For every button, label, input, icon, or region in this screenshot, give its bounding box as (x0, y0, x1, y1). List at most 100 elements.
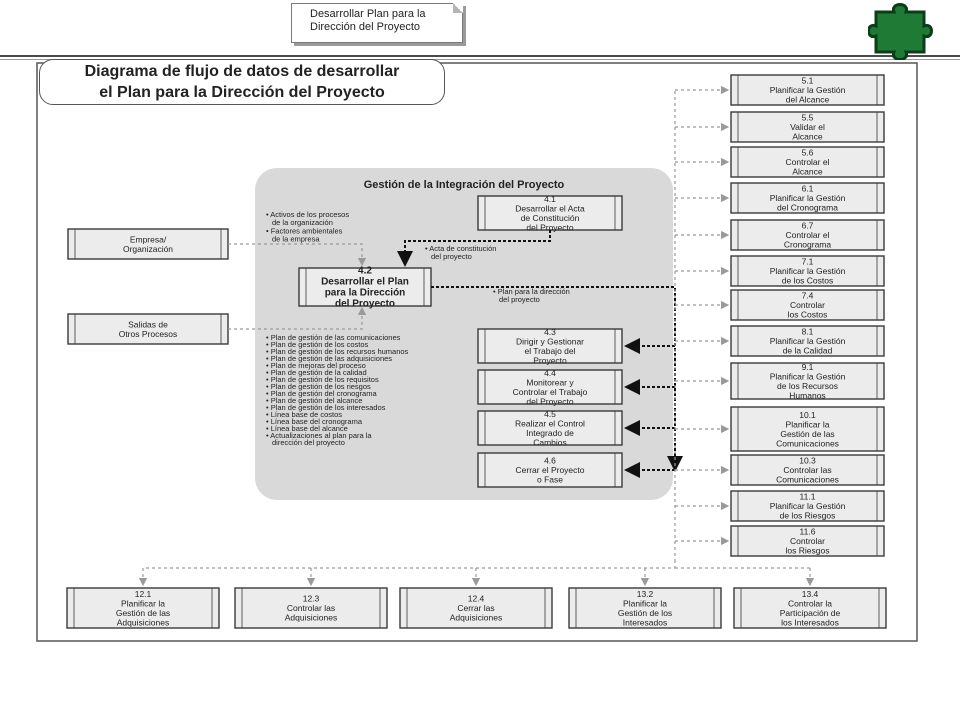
process-4-6-label: Cerrar el Proyecto (516, 465, 585, 475)
plan-component-note-line: • Plan de gestión de las comunicaciones (266, 333, 401, 342)
plan-component-note-line: • Plan de gestión de los interesados (266, 403, 386, 412)
process-12-4-frame (399, 587, 553, 629)
process-13-2-frame (568, 587, 722, 629)
process-13-2-id: 13.2 (637, 589, 654, 599)
process-10-1-label: Comunicaciones (776, 438, 839, 448)
topic-note-line-1: Desarrollar Plan para la (310, 8, 426, 20)
process-13-4-id: 13.4 (802, 589, 819, 599)
process-7-4-label: Controlar (790, 300, 825, 310)
process-10-1-id: 10.1 (799, 410, 816, 420)
process-6-7-label: Cronograma (784, 240, 832, 250)
process-13-4-label: los Interesados (781, 617, 839, 627)
process-4-1-label: de Constitución (521, 213, 580, 223)
process-13-4-label: Controlar la (788, 598, 832, 608)
topic-note-line-2: Dirección del Proyecto (310, 21, 421, 33)
process-8-1-frame (730, 325, 885, 357)
process-12-3-label: Controlar las (287, 603, 335, 613)
plan-output-note-line: del proyecto (499, 295, 540, 304)
external-source-1-label: Empresa/ (130, 234, 167, 244)
process-6-1-label: del Cronograma (777, 203, 838, 213)
diagram-title-line-2: el Plan para la Dirección del Proyecto (99, 84, 385, 101)
process-7-4-id: 7.4 (802, 291, 814, 301)
plan-component-note-line: • Línea base del cronograma (266, 417, 363, 426)
external-source-1: Empresa/Organización (67, 228, 229, 260)
process-5-5-label: Validar el (790, 122, 825, 132)
process-4-3-id: 4.3 (544, 327, 556, 337)
process-5-5-label: Alcance (792, 132, 823, 142)
flow-salidas-to-4-2 (228, 306, 367, 330)
process-10-1-frame (730, 406, 885, 452)
process-7-1-id: 7.1 (802, 257, 814, 267)
process-7-4-label: los Costos (788, 310, 828, 320)
process-8-1-label: de la Calidad (783, 346, 833, 356)
plan-component-note-line: • Plan de gestión de los requisitos (266, 375, 379, 384)
process-4-1-label: del Proyecto (526, 222, 574, 232)
process-4-5-label: Realizar el Control (515, 418, 585, 428)
process-12-4-id: 12.4 (468, 594, 485, 604)
process-4-2-label: Desarrollar el Plan (321, 277, 409, 288)
process-7-1-label: de los Costos (782, 276, 834, 286)
plan-component-note-line: • Plan de gestión de los recursos humano… (266, 347, 409, 356)
acta-output-note-line: del proyecto (431, 252, 472, 261)
process-11-6-frame (730, 525, 885, 557)
plan-component-note-line: • Actualizaciones al plan para la (266, 431, 372, 440)
process-4-3-label: el Trabajo del (524, 346, 575, 356)
process-13-2-label: Interesados (623, 617, 667, 627)
diagram-title-line-1: Diagrama de flujo de datos de desarrolla… (84, 63, 400, 80)
process-4-2-id: 4.2 (358, 266, 372, 277)
process-5-6-id: 5.6 (802, 148, 814, 158)
plan-output-note-line: • Plan para la dirección (493, 287, 570, 296)
process-9-1-label: Planificar la Gestión (770, 371, 846, 381)
input-note-line: • Factores ambientales (266, 226, 343, 235)
integration-area-title: Gestión de la Integración del Proyecto (364, 179, 565, 191)
process-4-5-frame (477, 410, 623, 446)
acta-output-note-line: • Acta de constitución (425, 244, 496, 253)
external-source-1-label: Organización (123, 244, 173, 254)
process-5-1-label: Planificar la Gestión (770, 85, 846, 95)
process-13-4-label: Participación de (780, 608, 841, 618)
process-12-1-id: 12.1 (135, 589, 152, 599)
process-11-6-label: Controlar (790, 536, 825, 546)
process-4-5-label: Cambios (533, 437, 567, 447)
process-10-3-frame (730, 454, 885, 486)
process-4-3-label: Dirigir y Gestionar (516, 336, 584, 346)
process-12-1-label: Planificar la (121, 598, 165, 608)
process-5-6-frame (730, 146, 885, 178)
process-5-5-frame (730, 111, 885, 143)
process-4-1-label: Desarrollar el Acta (515, 203, 585, 213)
process-13-4-frame (733, 587, 887, 629)
plan-component-note-line: • Plan de gestión de la calidad (266, 368, 367, 377)
process-4-4-frame (477, 369, 623, 405)
input-note-line: de la organización (272, 218, 333, 227)
external-source-2-frame (67, 313, 229, 345)
process-4-4-id: 4.4 (544, 368, 556, 378)
external-source-1-frame (67, 228, 229, 260)
process-5-6-label: Alcance (792, 167, 823, 177)
topic-note: Desarrollar Plan para la Dirección del P… (291, 3, 463, 43)
plan-component-note-line: • Línea base del alcance (266, 424, 348, 433)
process-4-1-frame (477, 195, 623, 231)
process-12-1-frame (66, 587, 220, 629)
process-6-1-label: Planificar la Gestión (770, 193, 846, 203)
process-13-2-label: Planificar la (623, 598, 667, 608)
plan-component-note-line: • Línea base de costos (266, 410, 342, 419)
process-5-1-frame (730, 74, 885, 106)
process-10-3-label: Comunicaciones (776, 475, 839, 485)
process-6-1-id: 6.1 (802, 184, 814, 194)
process-4-5-id: 4.5 (544, 409, 556, 419)
process-13-2-label: Gestión de los (618, 608, 672, 618)
external-source-2-label: Otros Procesos (119, 329, 178, 339)
process-9-1-id: 9.1 (802, 362, 814, 372)
